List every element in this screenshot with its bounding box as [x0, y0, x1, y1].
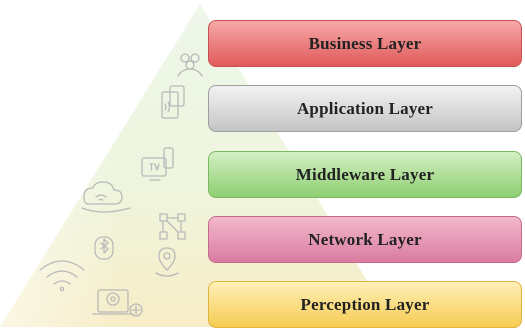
smartphone-icon: [161, 85, 185, 119]
layer-label: Middleware Layer: [295, 164, 435, 184]
tv-icon: [141, 147, 174, 181]
layer-perception: Perception Layer: [208, 281, 522, 328]
wifi-icon: [39, 260, 85, 292]
layer-business: Business Layer: [208, 20, 522, 67]
devices-icon: [92, 289, 143, 317]
layer-middleware: Middleware Layer: [208, 151, 522, 198]
layer-label: Business Layer: [308, 33, 422, 53]
pyramid-highlight: [0, 4, 200, 327]
network-nodes-icon: [159, 213, 186, 240]
layer-label: Application Layer: [296, 98, 434, 118]
people-icon: [177, 53, 203, 77]
wifi-cloud-icon: [81, 181, 131, 213]
layer-application: Application Layer: [208, 85, 522, 132]
layer-network: Network Layer: [208, 216, 522, 263]
location-pin-icon: [155, 247, 179, 277]
bluetooth-icon: [94, 236, 114, 260]
layer-label: Perception Layer: [300, 294, 430, 314]
layer-label: Network Layer: [308, 229, 422, 249]
